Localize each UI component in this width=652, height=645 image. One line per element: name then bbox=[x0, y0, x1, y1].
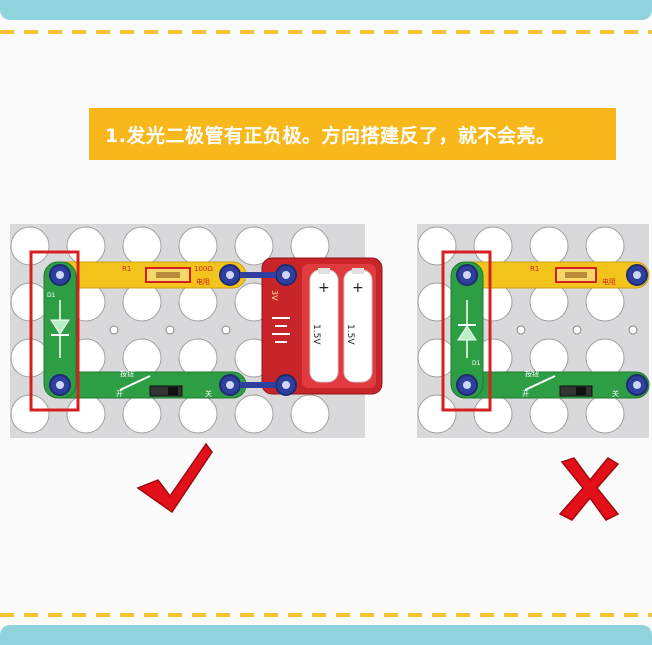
left-resistor-code: R1 bbox=[122, 265, 131, 273]
left-cell-1-voltage: 1.5V bbox=[311, 324, 321, 345]
left-resistor-value: 100Ω bbox=[194, 265, 213, 273]
left-switch-on-label: 开 bbox=[116, 390, 123, 398]
left-battery-voltage: 3V bbox=[270, 290, 279, 301]
right-resistor-code: R1 bbox=[530, 265, 539, 273]
left-battery: + + 1.5V 1.5V 3V bbox=[240, 257, 383, 396]
left-circuit: R1 100Ω 电阻 按钮 开 关 bbox=[10, 224, 383, 438]
right-switch-off-label: 关 bbox=[612, 389, 619, 398]
right-circuit: R1 电阻 按钮 开 关 bbox=[417, 224, 650, 438]
left-switch-name: 按钮 bbox=[120, 369, 134, 378]
left-cell-2-plus: + bbox=[352, 280, 364, 296]
right-led-highlight-box bbox=[441, 250, 492, 412]
right-led-reversed: D1 bbox=[450, 261, 484, 399]
left-switch-off-label: 关 bbox=[205, 389, 212, 398]
left-resistor-label: 电阻 bbox=[196, 277, 210, 286]
top-dashed-line bbox=[0, 30, 652, 34]
title-text: 1.发光二极管有正负极。方向搭建反了，就不会亮。 bbox=[105, 124, 556, 147]
left-led-code: D1 bbox=[47, 292, 56, 299]
bottom-dashed-line bbox=[0, 613, 652, 617]
right-switch-on-label: 开 bbox=[522, 390, 529, 398]
left-led-highlight-box bbox=[29, 250, 80, 412]
left-cell-2-voltage: 1.5V bbox=[345, 324, 355, 345]
left-led: D1 bbox=[43, 261, 77, 399]
right-peg-holes bbox=[417, 226, 638, 434]
top-border-bar bbox=[0, 0, 652, 20]
right-switch-name: 按钮 bbox=[525, 369, 539, 378]
right-resistor-label: 电阻 bbox=[602, 277, 616, 286]
right-resistor: R1 电阻 bbox=[456, 261, 650, 289]
bottom-border-bar bbox=[0, 625, 652, 645]
cross-mark-icon bbox=[558, 457, 620, 521]
left-switch: 按钮 开 关 bbox=[49, 369, 247, 399]
check-mark-icon bbox=[136, 442, 213, 514]
left-cell-1-plus: + bbox=[318, 280, 330, 296]
right-led-code: D1 bbox=[472, 360, 481, 367]
right-switch: 按钮 开 关 bbox=[456, 369, 650, 399]
title-banner: 1.发光二极管有正负极。方向搭建反了，就不会亮。 bbox=[89, 108, 616, 160]
